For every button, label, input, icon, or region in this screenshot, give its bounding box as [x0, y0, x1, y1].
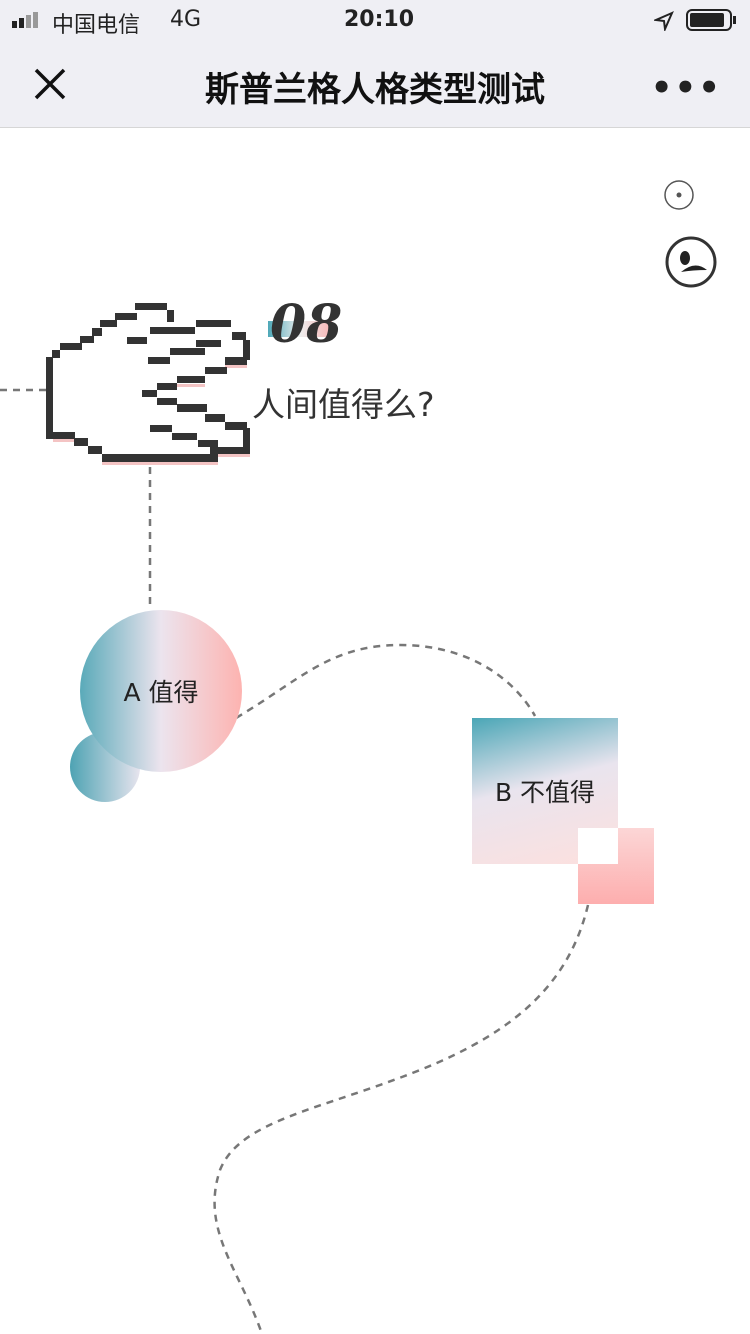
- battery-icon: [686, 9, 736, 31]
- time: 20:10: [344, 7, 415, 32]
- more-icon[interactable]: •••: [650, 68, 722, 108]
- close-icon[interactable]: [30, 64, 70, 104]
- signal-icon: [12, 12, 38, 28]
- pixel-hand-icon: [46, 303, 250, 465]
- number-highlight: [268, 321, 332, 337]
- network: 4G: [170, 7, 202, 32]
- question-text: 人间值得么?: [252, 385, 435, 424]
- option-b-label: B 不值得: [494, 778, 596, 807]
- carrier: 中国电信: [52, 13, 141, 38]
- page-title: 斯普兰格人格类型测试: [205, 70, 545, 110]
- nav-bar: 斯普兰格人格类型测试 •••: [0, 40, 750, 128]
- option-a-button[interactable]: A 值得: [80, 610, 242, 772]
- option-b-cutout: [578, 828, 618, 864]
- option-a-label: A 值得: [123, 678, 199, 707]
- music-icon[interactable]: [665, 236, 719, 290]
- status-bar: 中国电信 4G 20:10: [0, 0, 750, 40]
- target-icon[interactable]: [663, 179, 695, 211]
- question-number: 08: [270, 294, 343, 355]
- location-icon: [654, 11, 674, 31]
